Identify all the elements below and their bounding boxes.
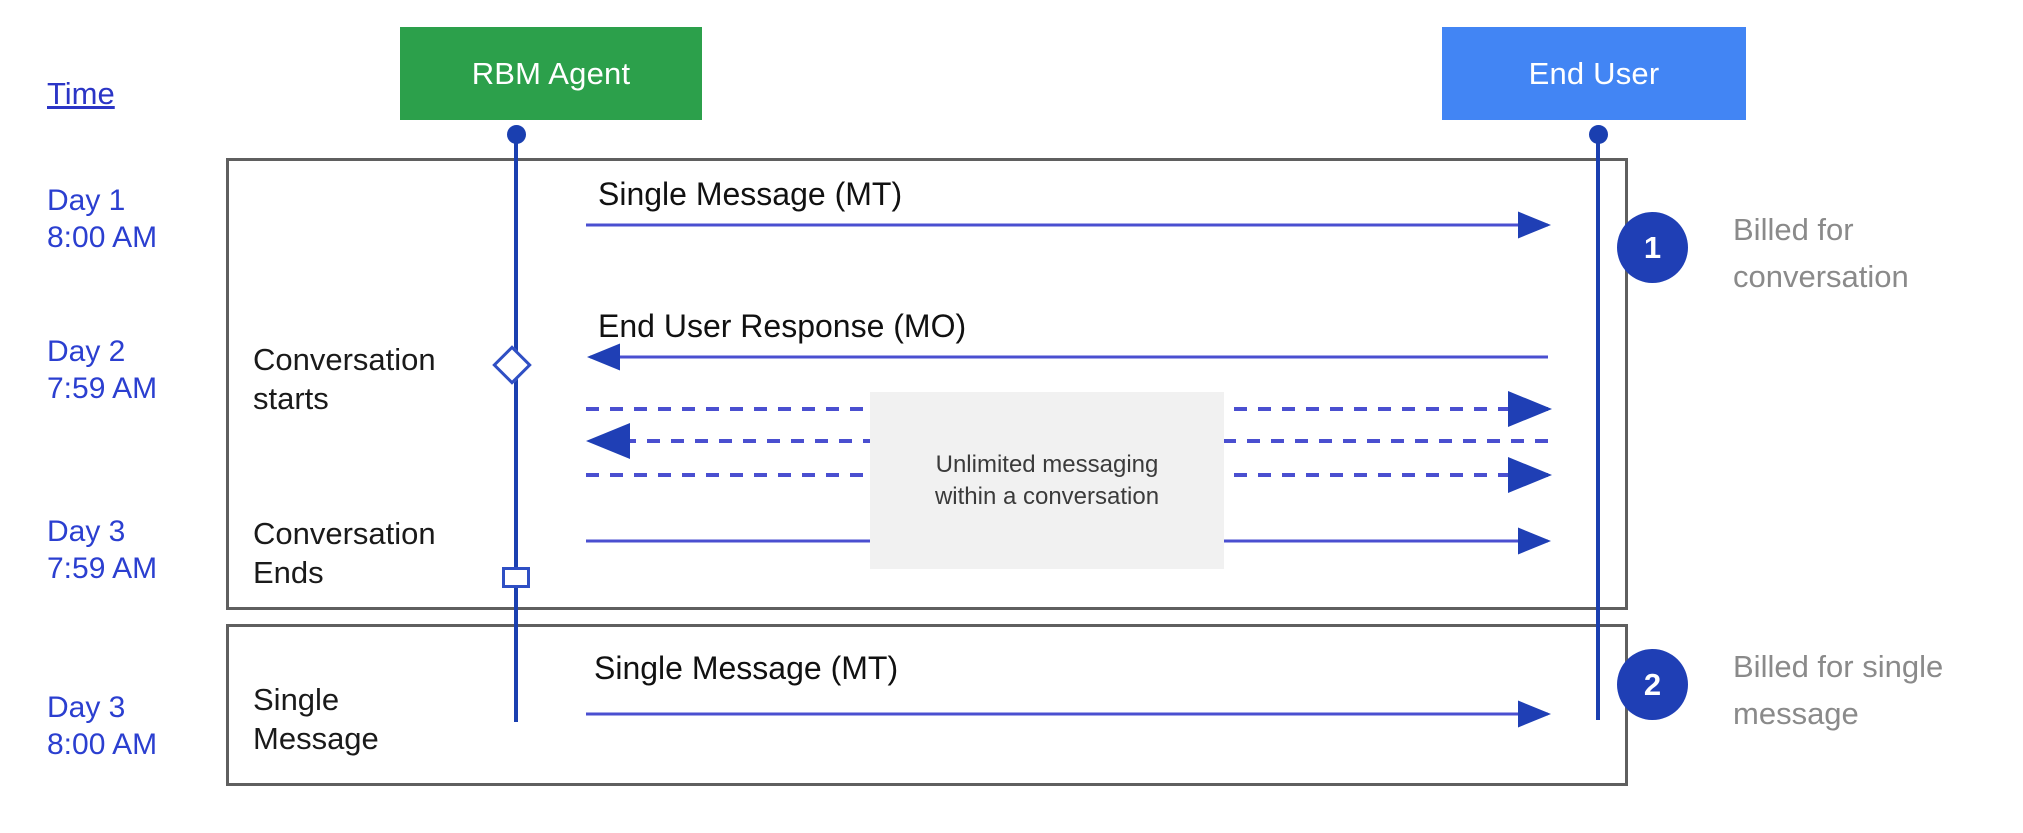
billing-badge-1[interactable]: 1 <box>1617 212 1688 283</box>
lifeline-end-user <box>1596 128 1600 720</box>
billing-caption-2: Billed for single message <box>1733 649 1944 731</box>
actor-box-end-user[interactable]: End User <box>1442 27 1746 120</box>
time-label-day3: Day 3 7:59 AM <box>47 515 158 585</box>
time-label-day1: Day 1 8:00 AM <box>47 184 158 254</box>
billing-caption-1: Billed for conversation <box>1733 212 1909 294</box>
message-label-mt-1: Single Message (MT) <box>598 176 903 212</box>
stage-label-conversation-starts: Conversation starts <box>253 342 436 416</box>
time-column-header: Time <box>47 76 115 111</box>
actor-label-rbm-agent: RBM Agent <box>471 55 631 91</box>
billing-badge-2[interactable]: 2 <box>1617 649 1688 720</box>
unlimited-messaging-note: Unlimited messaging within a conversatio… <box>870 392 1224 569</box>
time-label-day2: Day 2 7:59 AM <box>47 335 158 405</box>
unlimited-messaging-note-text: Unlimited messaging within a conversatio… <box>934 450 1160 510</box>
group-box-single-message <box>226 624 1628 786</box>
message-label-mt-2: Single Message (MT) <box>594 650 899 686</box>
lifeline-dot-end-user <box>1589 125 1608 144</box>
stage-label-single-message: Single Message <box>253 682 379 756</box>
group-box-conversation <box>226 158 1628 610</box>
message-label-mo-1: End User Response (MO) <box>598 308 967 344</box>
actor-box-rbm-agent[interactable]: RBM Agent <box>400 27 702 120</box>
stage-label-conversation-ends: Conversation Ends <box>253 516 436 590</box>
square-marker-icon <box>502 567 530 588</box>
lifeline-dot-rbm-agent <box>507 125 526 144</box>
lifeline-rbm-agent <box>514 128 518 722</box>
actor-label-end-user: End User <box>1528 55 1660 91</box>
time-label-day3-second: Day 3 8:00 AM <box>47 691 158 761</box>
